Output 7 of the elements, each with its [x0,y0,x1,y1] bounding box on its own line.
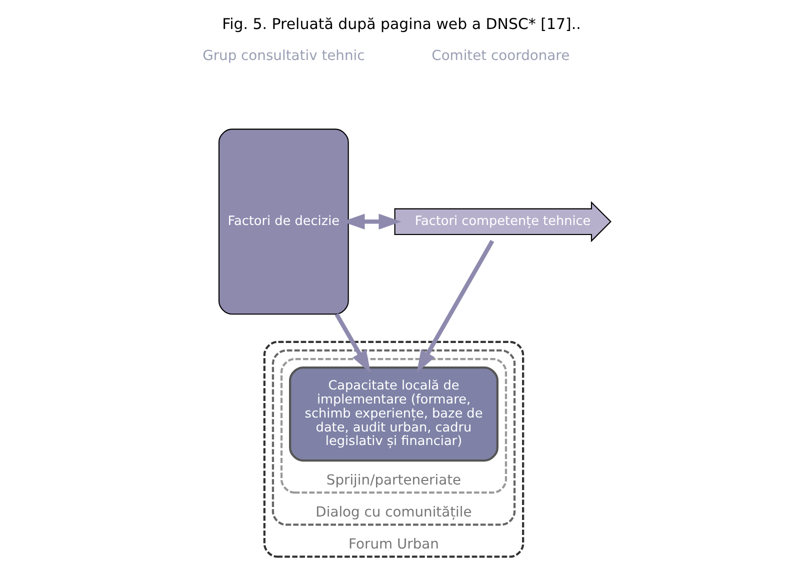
node-box: Factori de decizie [218,128,349,315]
arrow [416,240,494,373]
label: Grup consultativ tehnic [202,48,365,64]
caption: Fig. 5. Preluată după pagina web a DNSC* [17].. [222,14,581,33]
label: Comitet coordonare [432,48,570,64]
node-box: Capacitate locală de implementare (formare, schimb experiențe, baze de date, audit urban, cadru legislativ și financiar) [289,366,498,462]
arrow [334,313,371,373]
